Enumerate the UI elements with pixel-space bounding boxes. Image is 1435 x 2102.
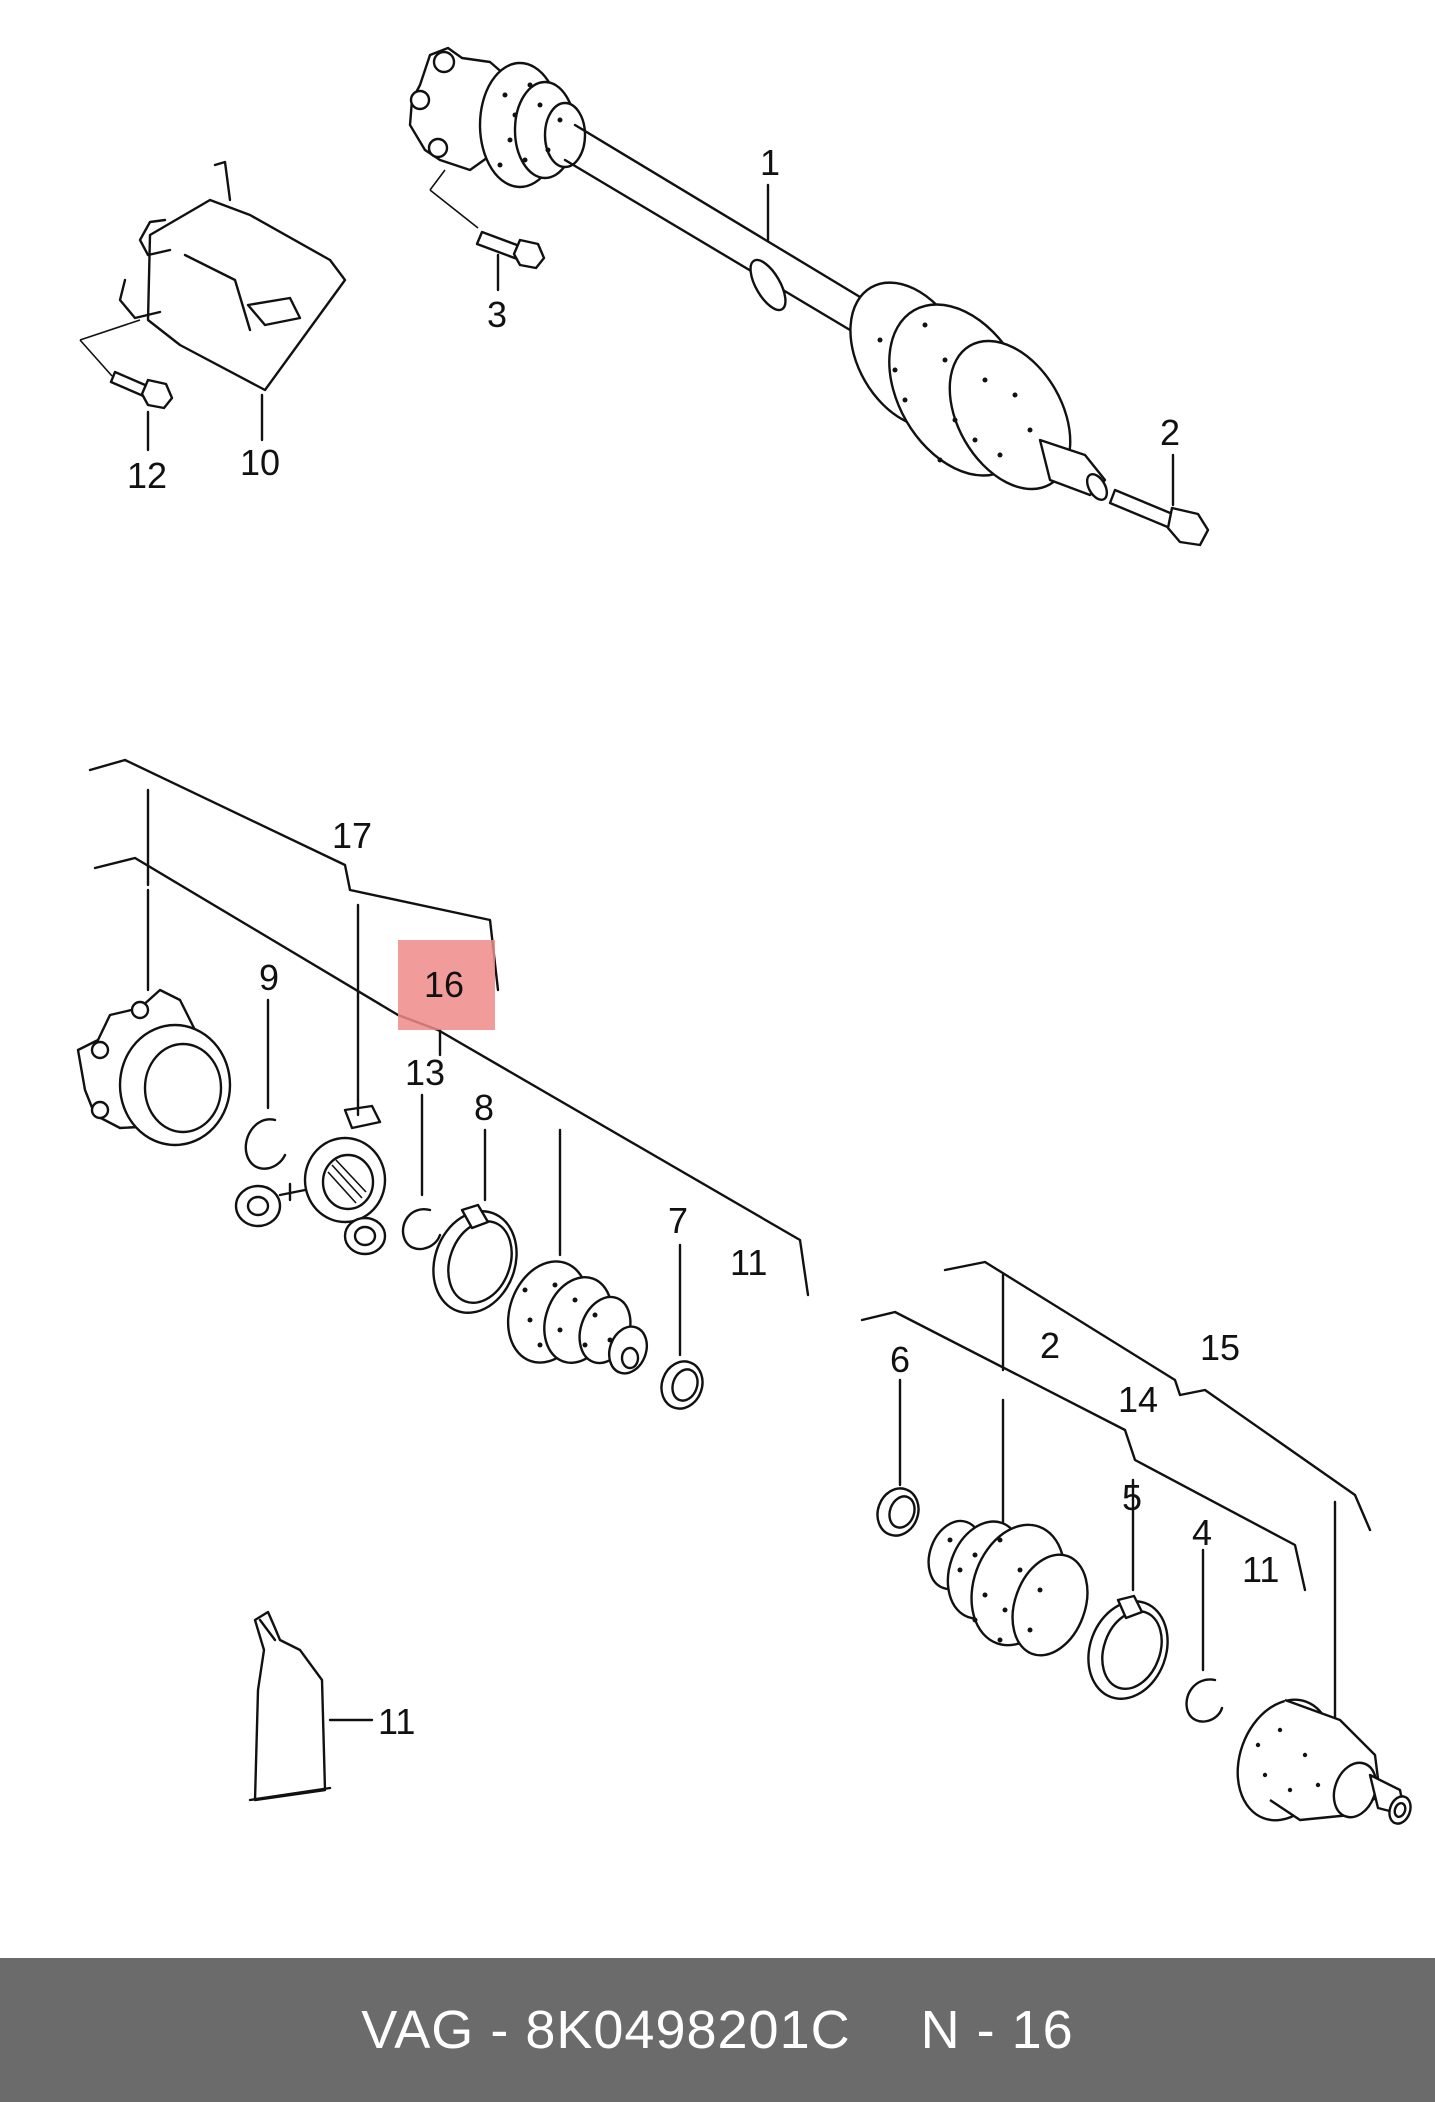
brand-label: VAG — [361, 2000, 475, 2060]
label-5: 5 — [1122, 1477, 1142, 1518]
ref-separator: - — [976, 2000, 996, 2060]
label-11-grease: 11 — [378, 1701, 415, 1742]
label-9: 9 — [259, 957, 279, 998]
label-11-outer: 11 — [1242, 1549, 1279, 1590]
label-2-outer-boot: 2 — [1040, 1325, 1060, 1366]
label-15: 15 — [1200, 1327, 1240, 1368]
highlight-box — [398, 940, 495, 1030]
top-callouts — [146, 183, 1175, 507]
callout-labels: 1 2 3 10 12 17 16 9 13 8 7 11 2 15 14 6 … — [127, 142, 1279, 1742]
label-10: 10 — [240, 442, 280, 483]
label-4: 4 — [1192, 1512, 1212, 1553]
part-info-footer: VAG - 8K0498201C N - 16 — [0, 1958, 1435, 2102]
label-8: 8 — [474, 1087, 494, 1128]
part-number: 8K0498201C — [525, 2000, 851, 2060]
brand-separator: - — [490, 2000, 510, 2060]
label-6: 6 — [890, 1339, 910, 1380]
inner-joint-exploded — [76, 758, 810, 1410]
label-11-inner: 11 — [730, 1242, 767, 1283]
label-1: 1 — [760, 142, 780, 183]
label-17: 17 — [332, 815, 372, 856]
heat-shield-assembly — [79, 160, 347, 410]
outer-joint-exploded — [860, 1260, 1412, 1825]
label-3: 3 — [487, 294, 507, 335]
grease-tube — [248, 1610, 374, 1802]
ref-prefix: N — [920, 2000, 961, 2060]
label-12: 12 — [127, 455, 167, 496]
label-7: 7 — [668, 1200, 688, 1241]
label-14: 14 — [1118, 1379, 1158, 1420]
drive-shaft-assembly — [408, 46, 1210, 547]
exploded-parts-diagram: 1 2 3 10 12 17 16 9 13 8 7 11 2 15 14 6 … — [76, 46, 1412, 1825]
label-16: 16 — [424, 964, 464, 1005]
label-13: 13 — [405, 1052, 445, 1093]
label-2: 2 — [1160, 412, 1180, 453]
ref-number: 16 — [1011, 2000, 1074, 2060]
